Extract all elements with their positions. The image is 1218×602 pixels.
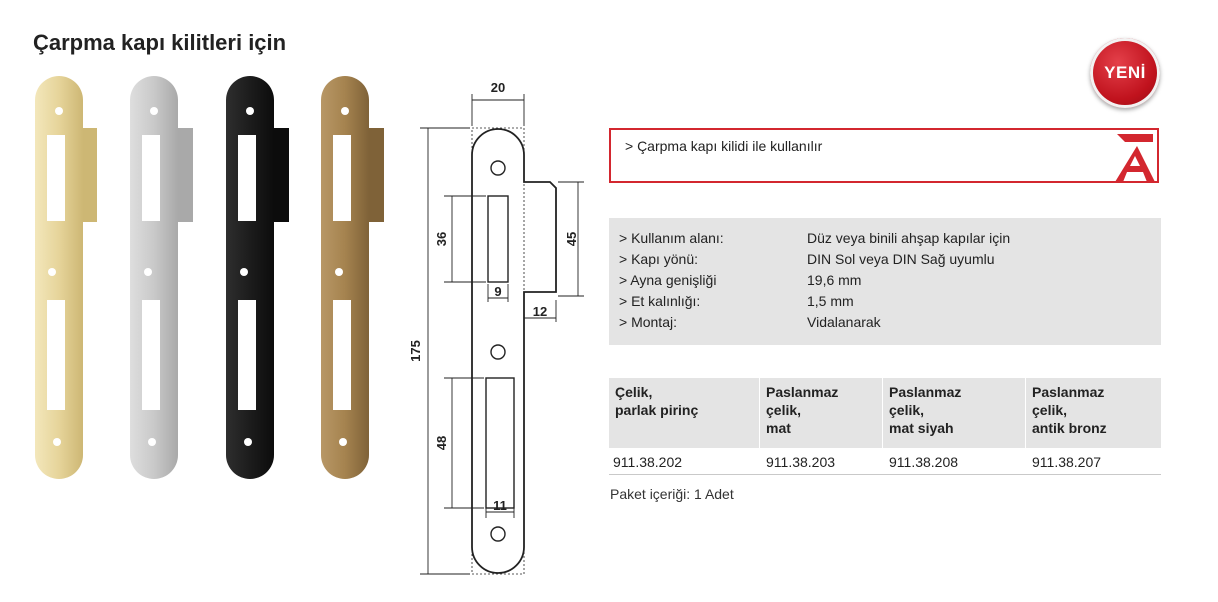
dim-slot1-height: 36 (434, 232, 449, 246)
code-cell: 911.38.203 (766, 454, 836, 470)
page-title: Çarpma kapı kilitleri için (33, 30, 287, 55)
spec-key: > Kullanım alanı: (619, 230, 724, 246)
column-divider (1025, 378, 1026, 474)
spec-key: > Ayna genişliği (619, 272, 717, 288)
new-badge: YENİ (1090, 38, 1160, 108)
specs-panel: > Kullanım alanı: Düz veya binili ahşap … (609, 218, 1161, 345)
dim-slot2-height: 48 (434, 436, 449, 450)
dim-tongue-depth: 12 (533, 304, 547, 319)
spec-key: > Montaj: (619, 314, 677, 330)
spec-value: 19,6 mm (807, 272, 862, 288)
header-cell: Paslanmaz çelik, mat (766, 384, 839, 436)
code-cell: 911.38.208 (889, 454, 959, 470)
info-box: > Çarpma kapı kilidi ile kullanılır (609, 128, 1159, 183)
spec-value: 1,5 mm (807, 293, 854, 309)
plate-bronze (321, 76, 384, 479)
technical-drawing: 20 175 36 9 45 12 48 11 (408, 80, 584, 575)
spec-key: > Et kalınlığı: (619, 293, 701, 309)
header-cell: Çelik, parlak pirinç (615, 384, 699, 418)
spec-value: Vidalanarak (807, 314, 881, 330)
code-cell: 911.38.207 (1032, 454, 1102, 470)
header-cell: Paslanmaz çelik, mat siyah (889, 384, 962, 436)
plate-black (226, 76, 289, 479)
spec-value: DIN Sol veya DIN Sağ uyumlu (807, 251, 995, 267)
dim-width: 20 (491, 80, 505, 95)
info-text: > Çarpma kapı kilidi ile kullanılır (625, 138, 823, 154)
header-cell: Paslanmaz çelik, antik bronz (1032, 384, 1107, 436)
spec-value: Düz veya binili ahşap kapılar için (807, 230, 1011, 246)
spec-key: > Kapı yönü: (619, 251, 699, 267)
package-contents: Paket içeriği: 1 Adet (610, 486, 734, 502)
table-row: 911.38.202 911.38.203 911.38.208 911.38.… (609, 450, 1161, 475)
column-divider (759, 378, 760, 474)
dim-total-height: 175 (408, 340, 423, 362)
column-divider (882, 378, 883, 474)
dim-slot2-width: 11 (493, 498, 507, 513)
brand-logo-icon (1115, 134, 1155, 182)
plate-stainless (130, 76, 193, 479)
dim-slot1-width: 9 (494, 284, 501, 299)
code-cell: 911.38.202 (613, 454, 683, 470)
plate-brass (35, 76, 97, 479)
product-photos (35, 76, 384, 479)
dim-tongue-height: 45 (564, 232, 579, 246)
table-header: Çelik, parlak pirinç Paslanmaz çelik, ma… (609, 378, 1161, 448)
